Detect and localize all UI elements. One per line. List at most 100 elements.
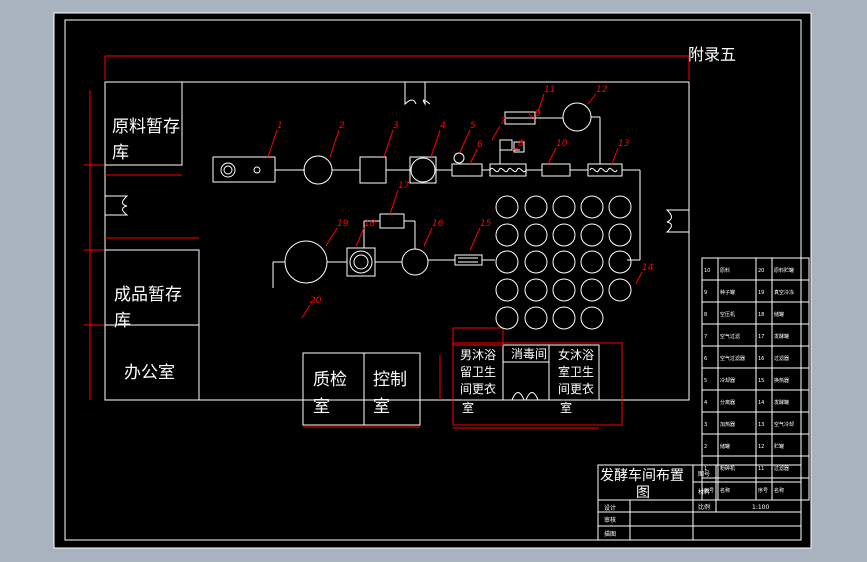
parts-cell: 真空冷冻 (774, 289, 794, 296)
parts-cell: 原料 (720, 267, 730, 274)
parts-cell: 3 (704, 422, 707, 428)
row-label-review: 审核 (604, 516, 616, 524)
leader-line (459, 129, 471, 153)
fermenter-tank (524, 195, 548, 219)
fermenter-tank (580, 278, 604, 302)
parts-cell: 13 (758, 422, 764, 428)
leader-line (547, 147, 557, 165)
men-locker-label: 间更衣 (460, 381, 496, 396)
drawing-title-1: 发酵车间布置 (600, 467, 684, 484)
fermenter-tank (524, 223, 548, 247)
parts-cell: 储罐 (720, 443, 730, 450)
equipment-number: 17 (398, 181, 410, 191)
leader-line (430, 129, 441, 158)
parts-cell: 过滤器 (774, 465, 789, 472)
parts-cell: 冷却器 (720, 377, 735, 384)
parts-cell: 粉碎机 (720, 465, 735, 472)
parts-cell: 加热器 (720, 421, 735, 428)
fermenter-tank (495, 278, 519, 302)
equipment-number: 4 (440, 121, 446, 131)
parts-cell: 5 (704, 378, 707, 384)
women-room-label: 室 (560, 400, 572, 415)
equipment-number: 8 (518, 139, 524, 149)
women-shower-label: 女沐浴 (558, 347, 594, 362)
equipment-number: 10 (556, 139, 568, 149)
parts-cell: 发酵罐 (774, 333, 789, 340)
leader-line (511, 147, 519, 151)
fermenter-tank (552, 250, 576, 274)
equipment-number: 12 (596, 85, 608, 95)
fermenter-tank (552, 195, 576, 219)
raw-storage-room (104, 81, 183, 166)
parts-cell: 17 (758, 334, 764, 340)
women-locker-label: 间更衣 (558, 381, 594, 396)
door-right (665, 209, 689, 233)
parts-cell: 名称 (720, 487, 730, 494)
fermenter-tank (580, 223, 604, 247)
parts-cell: 储罐 (774, 311, 784, 318)
fermenter-tank (495, 195, 519, 219)
fermenter-tank (495, 223, 519, 247)
fermenter-tank (580, 306, 604, 330)
fermenter-tank (495, 306, 519, 330)
women-toilet-label: 室卫生 (558, 364, 594, 379)
drawing-title-2: 图 (636, 485, 650, 501)
leader-line (329, 129, 340, 158)
leader-line (528, 113, 536, 119)
parts-cell: 空气过滤器 (720, 355, 745, 362)
row-label-drawing: 描图 (604, 530, 616, 538)
fermenter-tank (495, 250, 519, 274)
leader-line (325, 227, 338, 247)
parts-cell: 序号 (758, 487, 768, 494)
parts-cell: 序号 (704, 487, 714, 494)
fermenter-tank (608, 278, 632, 302)
scale-value: 1:100 (752, 504, 769, 511)
leader-line (267, 129, 278, 158)
parts-cell: 1 (704, 466, 707, 472)
sanitary-dims (452, 327, 623, 429)
control-room (363, 352, 421, 426)
leader-line (587, 93, 597, 105)
parts-cell: 14 (758, 400, 764, 406)
quality-check-label-2: 室 (313, 397, 330, 417)
fermenter-tank (524, 278, 548, 302)
equipment-number: 15 (480, 219, 492, 229)
fermenter-tank (524, 250, 548, 274)
appendix-title: 附录五 (688, 45, 736, 64)
fermenter-tank (552, 278, 576, 302)
leader-line (469, 227, 481, 251)
parts-cell: 换热器 (774, 377, 789, 384)
fermenter-tank (552, 306, 576, 330)
parts-cell: 15 (758, 378, 764, 384)
row-label-design: 设计 (604, 504, 616, 512)
disinfect-label: 消毒间 (511, 347, 547, 361)
title-block (597, 464, 802, 541)
fermenter-tank (552, 223, 576, 247)
equipment-number: 16 (432, 219, 444, 229)
door-left (105, 195, 129, 216)
leader-line (635, 271, 643, 285)
parts-cell: 8 (704, 312, 707, 318)
equipment-number: 11 (544, 85, 555, 95)
raw-storage-label-2: 库 (112, 143, 129, 163)
parts-cell: 分离器 (720, 399, 735, 406)
field-scale: 比例 (698, 503, 710, 511)
equipment-number: 5 (470, 121, 476, 131)
drawing-sheet (53, 12, 812, 549)
workshop-wall (104, 81, 690, 401)
leader-line (423, 227, 433, 247)
parts-cell: 7 (704, 334, 707, 340)
process-line-lower (272, 213, 495, 288)
parts-cell: 种子罐 (720, 289, 735, 296)
parts-cell: 过滤器 (774, 355, 789, 362)
fermenter-tank (524, 306, 548, 330)
office-room (104, 324, 200, 401)
leader-line (389, 189, 399, 215)
parts-cell: 9 (704, 290, 707, 296)
control-room-label-1: 控制 (373, 370, 407, 390)
fermenter-tank (608, 250, 632, 274)
equipment-number: 20 (310, 296, 322, 306)
dimension-top (104, 55, 690, 80)
